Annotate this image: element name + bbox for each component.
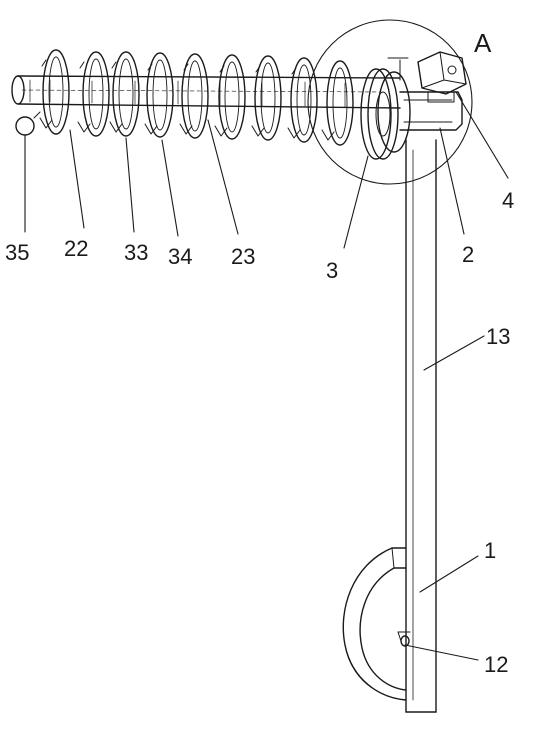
label-4: 4	[502, 188, 514, 213]
label-1: 1	[484, 538, 496, 563]
helical-spring	[42, 49, 354, 146]
support-rod	[405, 139, 437, 713]
pivot-pin	[397, 631, 411, 647]
label-34: 34	[168, 244, 192, 269]
label-35: 35	[5, 240, 29, 265]
label-23: 23	[231, 244, 255, 269]
horizontal-shaft	[11, 75, 401, 109]
label-33: 33	[124, 240, 148, 265]
label-13: 13	[486, 324, 510, 349]
label-2: 2	[462, 242, 474, 267]
ball-35	[15, 111, 41, 136]
semicircle-base	[342, 547, 407, 701]
clamp-4	[417, 51, 467, 95]
detail-circle-a	[307, 19, 473, 185]
label-22: 22	[64, 236, 88, 261]
hub-block-2	[377, 57, 463, 153]
leader-lines	[24, 91, 509, 661]
label-12: 12	[484, 652, 508, 677]
label-detail-a: A	[474, 28, 492, 58]
reference-labels: A 35 22 33 34 23 3 2 4 13 1 12	[5, 28, 514, 677]
label-3: 3	[326, 258, 338, 283]
disc-3	[360, 68, 399, 160]
shaft-blades	[39, 59, 335, 141]
